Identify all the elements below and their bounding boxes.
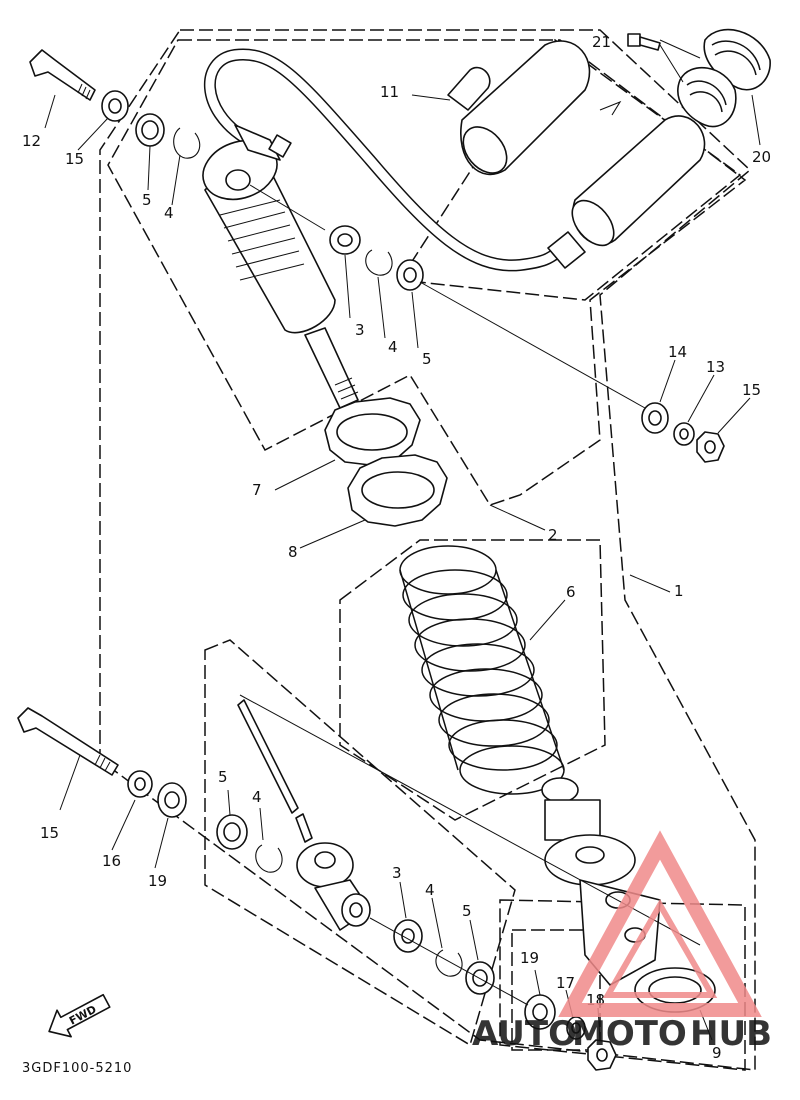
bushing-3-upper	[329, 225, 361, 255]
reservoir-cap	[447, 40, 591, 176]
bushing-3-lower	[393, 919, 423, 953]
washer-12	[673, 422, 695, 446]
circlip-4-upper-left	[173, 127, 201, 159]
circlip-4-lower-left	[255, 844, 283, 873]
svg-text:HUB: HUB	[690, 1014, 772, 1054]
circlip-4-lower	[435, 949, 463, 977]
piston-rod	[304, 327, 359, 409]
seal-5-lower-left	[216, 814, 248, 850]
group-outline-inner-bushing	[511, 929, 601, 1051]
reservoir-clamp-20	[677, 28, 771, 128]
seal-5-lower	[465, 961, 495, 995]
locknut-ring-7	[324, 397, 421, 466]
callout-10: 11	[380, 83, 399, 101]
bolt-21	[627, 33, 661, 51]
nut-18	[587, 1039, 617, 1071]
svg-text:AUTO: AUTO	[472, 1014, 577, 1054]
washer-16	[127, 770, 153, 798]
svg-text:MOTO: MOTO	[572, 1014, 687, 1054]
callout-17: 17	[556, 974, 575, 992]
callout-14: 14	[668, 343, 687, 361]
collar-14	[641, 402, 669, 434]
callout-15-lower: 15	[40, 824, 59, 842]
callout-5-upper-left: 5	[142, 191, 152, 209]
collar-15-upper	[101, 90, 129, 122]
callout-9: 9	[712, 1044, 722, 1062]
drawing-code: 3GDF100-5210	[22, 1061, 132, 1076]
callout-20: 20	[752, 148, 771, 166]
lower-bolt-15	[17, 707, 119, 776]
group-outline-spring	[339, 539, 606, 821]
callout-8: 8	[288, 543, 298, 561]
watermark-logo: AUTO MOTO HUB	[472, 830, 772, 1054]
callout-19-left: 19	[148, 872, 167, 890]
reservoir-body	[547, 100, 706, 269]
seal-5-upper-left	[135, 113, 165, 147]
callout-12: 13	[706, 358, 725, 376]
callout-3-upper: 3	[355, 321, 365, 339]
callout-4-lower: 4	[425, 881, 435, 899]
callout-5-lower-left: 5	[218, 768, 228, 786]
callout-1: 1	[674, 582, 684, 600]
callout-5-upper: 5	[422, 350, 432, 368]
callout-16: 16	[102, 852, 121, 870]
assembly-line-upper	[419, 281, 646, 409]
callout-5-lower: 5	[462, 902, 472, 920]
leader-lines	[44, 94, 761, 1041]
upper-bolt-11	[29, 49, 96, 101]
adjuster-ring-8	[347, 454, 448, 527]
collar-19-lower	[524, 994, 556, 1030]
callout-13: 15	[742, 381, 761, 399]
callout-4-lower-left: 4	[252, 788, 262, 806]
callout-15-upper: 15	[65, 150, 84, 168]
callout-6: 6	[566, 583, 576, 601]
nut-13	[696, 431, 725, 463]
shock-body-upper	[202, 124, 336, 334]
callout-19-lower: 19	[520, 949, 539, 967]
forward-arrow: FWD	[48, 993, 111, 1038]
lower-eye	[296, 842, 371, 931]
callout-3-lower: 3	[392, 864, 402, 882]
clamp-leader	[659, 39, 701, 83]
group-outline-lower-parts	[204, 639, 516, 1047]
callout-7: 7	[252, 481, 262, 499]
circlip-4-upper	[365, 249, 393, 276]
seal-5-upper	[396, 259, 424, 291]
group-outline-lower-eye	[499, 899, 746, 1071]
main-spring-6	[399, 545, 565, 795]
callout-11: 12	[22, 132, 41, 150]
push-rod	[237, 699, 313, 843]
callout-4-upper: 4	[388, 338, 398, 356]
callout-2: 2	[548, 526, 558, 544]
callout-21: 21	[592, 33, 611, 51]
collar-19-left	[157, 782, 187, 818]
callout-4-upper-left: 4	[164, 204, 174, 222]
assembly-line-lower	[369, 917, 529, 1006]
